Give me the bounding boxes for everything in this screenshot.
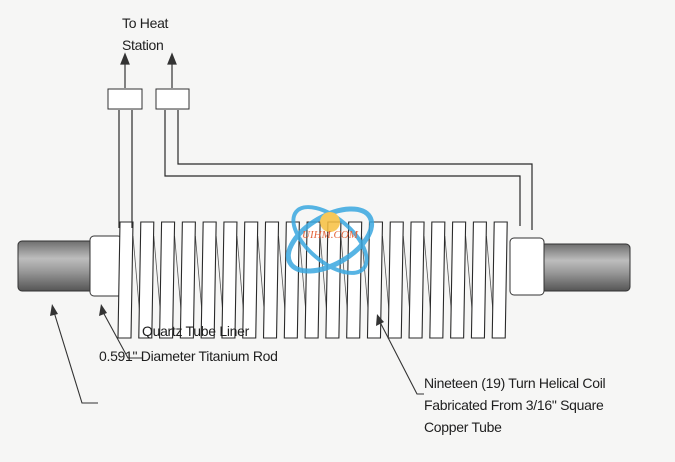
fitting-left	[107, 88, 143, 110]
label-line: To Heat	[122, 15, 169, 31]
svg-text:UIHM.COM: UIHM.COM	[302, 229, 359, 241]
label-line: Copper Tube	[424, 419, 502, 435]
coil-turn	[262, 221, 280, 339]
coil-turn	[387, 221, 404, 339]
coil-turn	[117, 221, 134, 339]
quartz-liner-right	[509, 237, 545, 296]
label-line: Fabricated From 3/16" Square	[424, 397, 604, 413]
arrow-icon	[50, 304, 58, 316]
left-lead-tube	[118, 110, 133, 228]
coil-turn	[366, 221, 384, 339]
coil-turn	[138, 221, 155, 339]
arrow-up-icon	[120, 52, 130, 65]
quartz-leader	[102, 311, 142, 359]
heat-station-label: To Heat Station	[122, 12, 168, 56]
fitting-right	[155, 88, 190, 110]
label-line: Station	[122, 37, 164, 53]
coil-turn	[242, 221, 259, 339]
coil-turn	[470, 221, 487, 339]
arrow-icon	[99, 304, 107, 316]
coil-turn	[450, 221, 467, 339]
quartz-liner-left	[89, 235, 123, 297]
label-line: Nineteen (19) Turn Helical Coil	[424, 375, 606, 391]
coil-turn	[221, 221, 238, 339]
right-lead-tube	[164, 110, 533, 230]
arrow-up-icon	[167, 52, 177, 65]
arrow-icon	[376, 314, 384, 326]
rod-label: 0.591" Diameter Titanium Rod	[99, 348, 278, 364]
rod-leader	[53, 311, 98, 404]
coil-turn	[491, 221, 508, 339]
quartz-label: Quartz Tube Liner	[142, 323, 249, 339]
coil-turn	[408, 221, 425, 339]
copper-tube-leads	[118, 110, 533, 230]
uihm-watermark-logo: UIHM.COM	[285, 205, 375, 275]
coil-turn	[200, 221, 217, 339]
titanium-rod-right	[539, 243, 631, 292]
titanium-rod-left	[17, 240, 99, 292]
coil-label: Nineteen (19) Turn Helical Coil Fabricat…	[424, 372, 606, 438]
coil-turn	[159, 221, 176, 339]
coil-leader	[379, 321, 424, 395]
coil-turn	[429, 221, 446, 339]
coil-turn	[179, 221, 196, 339]
